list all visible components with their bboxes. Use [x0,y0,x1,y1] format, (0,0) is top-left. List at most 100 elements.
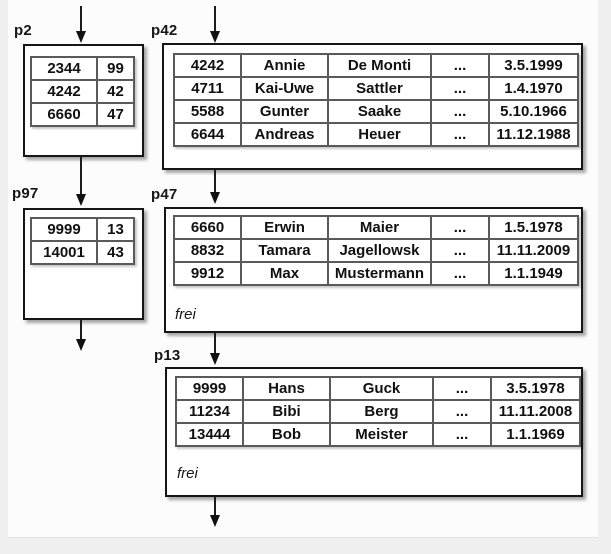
table-cell: 9999 [30,217,98,242]
node-label-p2: p2 [14,22,32,39]
free-space-label: frei [175,306,196,323]
node-label-p13: p13 [154,347,181,364]
table-cell: Maier [327,215,432,240]
table-cell: 2344 [30,56,98,81]
table-cell: ... [432,422,492,447]
table-cell: 99 [96,56,135,81]
table-cell: Jagellowsk [327,238,432,263]
table-cell: Tamara [240,238,329,263]
table-cell: 5588 [173,99,242,124]
node-label-p47: p47 [151,186,178,203]
table-cell: 4242 [173,53,242,78]
table-cell: Erwin [240,215,329,240]
arrow-line [80,157,82,195]
table-cell: 1.4.1970 [488,76,579,101]
table-cell: ... [430,99,490,124]
table-cell: 42 [96,79,135,104]
table-cell: Max [240,261,329,286]
table-cell: 8832 [173,238,242,263]
table-cell: ... [432,376,492,401]
free-space-label: frei [177,465,198,482]
table-cell: Bibi [242,399,331,424]
table-cell: 13 [96,217,135,242]
table-cell: ... [430,238,490,263]
table-cell: 11.11.2009 [488,238,579,263]
table-cell: ... [430,122,490,147]
arrow-head-icon [210,515,220,527]
table-cell: 6644 [173,122,242,147]
table-cell: ... [430,261,490,286]
table-cell: Bob [242,422,331,447]
arrow-head-icon [210,31,220,43]
table-cell: 1.1.1949 [488,261,579,286]
arrow-line [80,320,82,340]
arrow-head-icon [210,353,220,365]
table-cell: Heuer [327,122,432,147]
table-cell: 47 [96,102,135,127]
table-cell: Berg [329,399,434,424]
table-cell: ... [430,215,490,240]
table-cell: Meister [329,422,434,447]
node-label-p97: p97 [12,185,39,202]
table-cell: Mustermann [327,261,432,286]
arrow-line [80,6,82,32]
arrow-line [214,497,216,516]
table-cell: 1.5.1978 [488,215,579,240]
arrow-line [214,333,216,354]
table-cell: ... [430,76,490,101]
table-cell: Andreas [240,122,329,147]
arrow-line [214,170,216,193]
table-cell: 1.1.1969 [490,422,581,447]
table-cell: ... [430,53,490,78]
table-cell: Gunter [240,99,329,124]
table-cell: 14001 [30,240,98,265]
arrow-head-icon [76,339,86,351]
arrow-line [214,6,216,32]
table-cell: 9999 [175,376,244,401]
table-cell: Sattler [327,76,432,101]
table-cell: Kai-Uwe [240,76,329,101]
table-cell: 11234 [175,399,244,424]
table-cell: 3.5.1999 [488,53,579,78]
table-cell: 11.12.1988 [488,122,579,147]
table-cell: 4711 [173,76,242,101]
table-cell: 6660 [30,102,98,127]
table-cell: 9912 [173,261,242,286]
table-cell: 4242 [30,79,98,104]
arrow-head-icon [76,194,86,206]
table-cell: 11.11.2008 [490,399,581,424]
node-label-p42: p42 [151,22,178,39]
table-cell: Annie [240,53,329,78]
table-cell: 6660 [173,215,242,240]
table-cell: 3.5.1978 [490,376,581,401]
arrow-head-icon [210,192,220,204]
table-cell: ... [432,399,492,424]
table-cell: 43 [96,240,135,265]
table-cell: De Monti [327,53,432,78]
table-cell: 5.10.1966 [488,99,579,124]
table-cell: Saake [327,99,432,124]
